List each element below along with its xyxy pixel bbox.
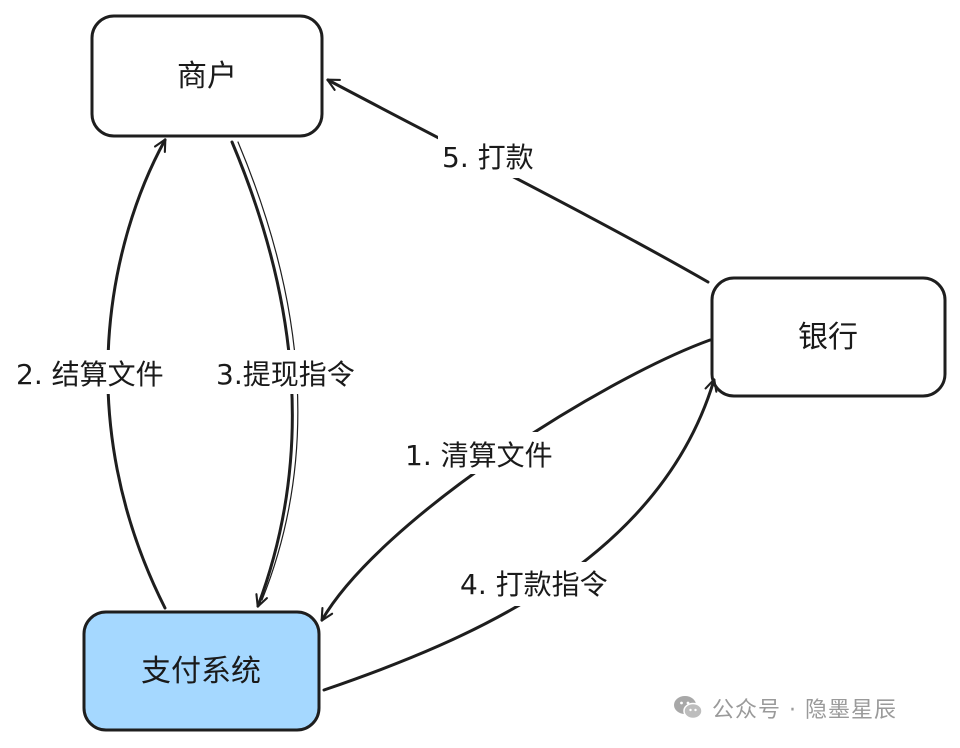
edge-settlement-file: 2. 结算文件 bbox=[10, 138, 185, 610]
bank-box bbox=[710, 276, 947, 398]
node-merchant: 商户 bbox=[90, 14, 324, 138]
bank-label: 银行 bbox=[798, 320, 858, 355]
edge-settlement-file-line bbox=[106, 138, 167, 610]
edge-payout-line bbox=[326, 78, 710, 284]
payment-system-label: 支付系统 bbox=[141, 654, 261, 689]
edge-payout: 5. 打款 bbox=[326, 78, 710, 284]
edge-withdraw-instruction-label: 3.提现指令 bbox=[216, 358, 355, 391]
wechat-icon bbox=[674, 696, 703, 720]
edge-payment-instruction-label: 4. 打款指令 bbox=[460, 568, 608, 601]
payment-system-box bbox=[82, 610, 321, 732]
edge-clearing-file-label: 1. 清算文件 bbox=[405, 439, 553, 472]
edge-withdraw-instruction: 3.提现指令 bbox=[212, 140, 364, 608]
merchant-label: 商户 bbox=[177, 59, 237, 94]
merchant-box bbox=[90, 14, 324, 138]
watermark: 公众号 · 隐墨星辰 bbox=[672, 692, 897, 724]
edge-clearing-file: 1. 清算文件 bbox=[320, 338, 712, 622]
edge-payout-label: 5. 打款 bbox=[442, 141, 534, 174]
node-payment-system: 支付系统 bbox=[82, 610, 321, 732]
node-bank: 银行 bbox=[710, 276, 947, 398]
edge-settlement-file-label: 2. 结算文件 bbox=[16, 358, 164, 391]
edge-payment-instruction-line bbox=[322, 378, 718, 692]
edge-payment-instruction: 4. 打款指令 bbox=[322, 378, 718, 692]
watermark-text: 公众号 · 隐墨星辰 bbox=[712, 698, 897, 723]
